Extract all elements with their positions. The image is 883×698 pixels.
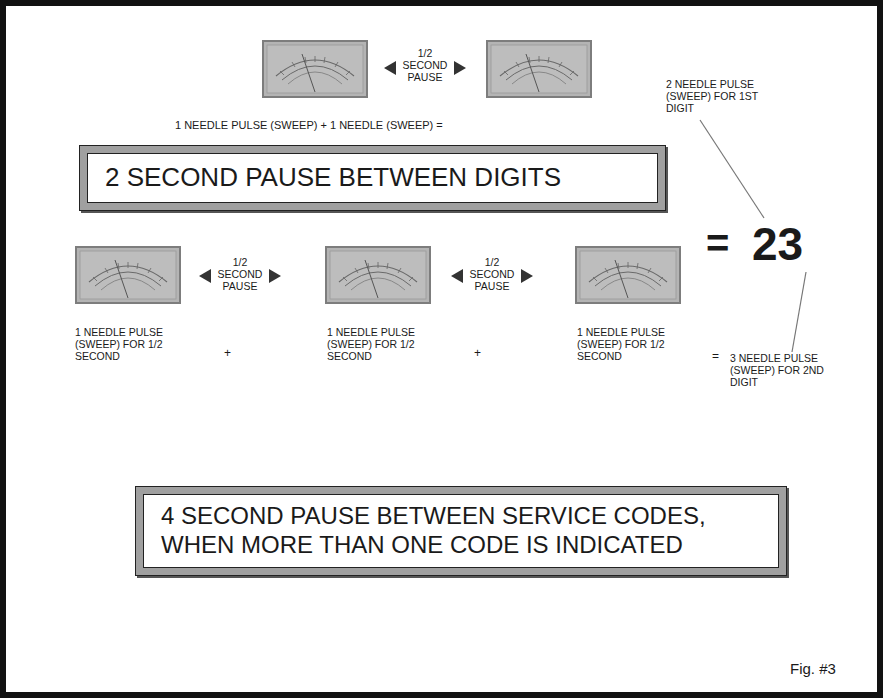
leader-line xyxy=(700,120,806,352)
equation-text: 1 NEEDLE PULSE (SWEEP) + 1 NEEDLE (SWEEP… xyxy=(175,119,443,132)
digit-note: 2 NEEDLE PULSE (SWEEP) FOR 1ST DIGIT xyxy=(666,78,778,114)
pulse-note: 1 NEEDLE PULSE (SWEEP) FOR 1/2 SECOND xyxy=(577,326,689,362)
digit-note: 3 NEEDLE PULSE (SWEEP) FOR 2ND DIGIT xyxy=(730,352,848,388)
equals-sign: = xyxy=(706,220,729,266)
meter-gauge xyxy=(487,41,591,97)
band-text: 2 SECOND PAUSE BETWEEN DIGITS xyxy=(105,162,561,193)
plus-sign: + xyxy=(474,347,481,361)
pause-label: 1/2 SECOND PAUSE xyxy=(401,47,449,83)
meter-gauge xyxy=(326,247,430,303)
pulse-note: 1 NEEDLE PULSE (SWEEP) FOR 1/2 SECOND xyxy=(75,326,187,362)
band-text: 4 SECOND PAUSE BETWEEN SERVICE CODES, WH… xyxy=(161,502,761,560)
figure-caption: Fig. #3 xyxy=(790,660,836,677)
meter-gauge xyxy=(576,247,680,303)
pause-band: 2 SECOND PAUSE BETWEEN DIGITS xyxy=(80,146,665,210)
meter-gauge xyxy=(263,41,367,97)
plus-sign: + xyxy=(224,347,231,361)
meter-gauge xyxy=(76,247,180,303)
pause-label: 1/2 SECOND PAUSE xyxy=(468,256,516,292)
equals-sign: = xyxy=(712,350,719,364)
pause-label: 1/2 SECOND PAUSE xyxy=(216,256,264,292)
pulse-note: 1 NEEDLE PULSE (SWEEP) FOR 1/2 SECOND xyxy=(327,326,439,362)
code-number: 23 xyxy=(752,218,803,271)
pause-band: 4 SECOND PAUSE BETWEEN SERVICE CODES, WH… xyxy=(136,487,786,575)
